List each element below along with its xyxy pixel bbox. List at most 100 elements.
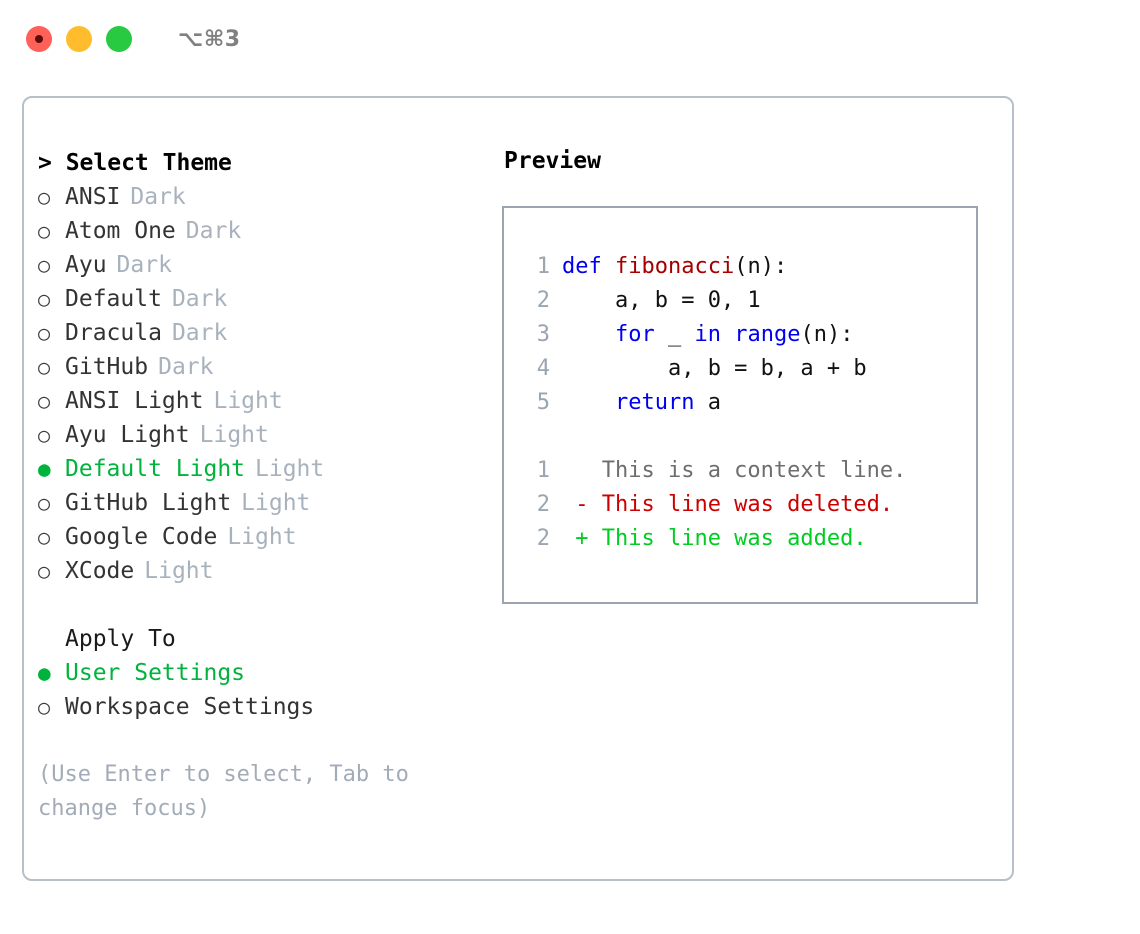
preview-title: Preview	[504, 148, 601, 174]
radio-unselected-icon: ○	[38, 695, 51, 719]
apply-option-label: User Settings	[65, 660, 246, 686]
title-bar: ⌥⌘3	[0, 0, 1140, 78]
line-content: a, b = 0, 1	[562, 284, 761, 318]
close-button[interactable]	[26, 26, 52, 52]
theme-option-default-light[interactable]: ● Default Light Light	[38, 452, 486, 486]
token-pl: _	[654, 322, 695, 347]
line-content: def fibonacci(n):	[562, 250, 787, 284]
token-ctx: This is a context line.	[562, 458, 907, 483]
token-del: - This line was deleted.	[562, 492, 894, 517]
token-fn: fibonacci	[614, 254, 735, 279]
radio-selected-icon: ●	[38, 457, 51, 481]
radio-unselected-icon: ○	[38, 491, 51, 515]
theme-option-label: Default Light	[65, 456, 246, 482]
theme-option-github-light[interactable]: ○ GitHub Light Light	[38, 486, 486, 520]
theme-option-label: XCode	[65, 558, 135, 584]
theme-option-default[interactable]: ○ Default Dark	[38, 282, 486, 316]
theme-option-category: Light	[199, 422, 269, 448]
theme-option-label: Atom One	[65, 218, 176, 244]
theme-option-label: Ayu Light	[65, 422, 190, 448]
code-line: 4 a, b = b, a + b	[504, 352, 976, 386]
radio-unselected-icon: ○	[38, 559, 51, 583]
line-content: This is a context line.	[562, 454, 907, 488]
radio-unselected-icon: ○	[38, 219, 51, 243]
theme-option-label: ANSI Light	[65, 388, 204, 414]
line-number: 2	[536, 288, 550, 313]
theme-option-ayu-light[interactable]: ○ Ayu Light Light	[38, 418, 486, 452]
theme-option-ayu[interactable]: ○ Ayu Dark	[38, 248, 486, 282]
theme-option-label: Default	[65, 286, 162, 312]
theme-option-category: Dark	[130, 184, 186, 210]
token-kw: for	[614, 322, 655, 347]
line-content: return a	[562, 386, 721, 420]
radio-unselected-icon: ○	[38, 389, 51, 413]
theme-option-label: ANSI	[65, 184, 121, 210]
radio-unselected-icon: ○	[38, 287, 51, 311]
traffic-lights	[26, 26, 132, 52]
theme-option-label: Google Code	[65, 524, 218, 550]
select-theme-header: > Select Theme	[38, 150, 232, 176]
code-line: 1 def fibonacci(n):	[504, 250, 976, 284]
token-pl: (n):	[734, 254, 788, 279]
minimize-button[interactable]	[66, 26, 92, 52]
token-kw: in range	[694, 322, 801, 347]
code-diff-spacer	[504, 420, 976, 454]
theme-option-category: Dark	[171, 320, 228, 346]
diff-sample: 1 This is a context line. 2 - This line w…	[504, 454, 976, 556]
token-pl: a, b = b, a + b	[562, 356, 867, 381]
line-content: a, b = b, a + b	[562, 352, 867, 386]
radio-selected-icon: ●	[38, 661, 51, 685]
apply-to-header: Apply To	[65, 626, 176, 652]
diff-line: 2 + This line was added.	[504, 522, 976, 556]
radio-unselected-icon: ○	[38, 525, 51, 549]
keyboard-hint-text: (Use Enter to select, Tab to change focu…	[38, 762, 409, 821]
apply-option-user-settings[interactable]: ● User Settings	[38, 656, 486, 690]
line-number: 1	[536, 254, 550, 279]
section-spacer	[38, 588, 486, 622]
theme-option-category: Dark	[116, 252, 172, 278]
theme-option-category: Light	[144, 558, 214, 584]
code-line: 2 a, b = 0, 1	[504, 284, 976, 318]
theme-option-category: Light	[241, 490, 311, 516]
line-content: + This line was added.	[562, 522, 866, 556]
theme-option-category: Dark	[158, 354, 214, 380]
theme-option-category: Light	[255, 456, 325, 482]
apply-to-list[interactable]: ● User Settings ○ Workspace Settings	[38, 656, 486, 724]
line-content: for _ in range(n):	[562, 318, 853, 352]
radio-unselected-icon: ○	[38, 185, 51, 209]
token-kw: def	[562, 254, 615, 279]
apply-option-workspace-settings[interactable]: ○ Workspace Settings	[38, 690, 486, 724]
theme-option-category: Dark	[171, 286, 228, 312]
theme-option-label: GitHub Light	[65, 490, 232, 516]
token-kw: return	[614, 390, 695, 415]
zoom-button[interactable]	[106, 26, 132, 52]
theme-option-ansi[interactable]: ○ ANSI Dark	[38, 180, 486, 214]
radio-unselected-icon: ○	[38, 321, 51, 345]
radio-unselected-icon: ○	[38, 253, 51, 277]
theme-option-label: Ayu	[65, 252, 107, 278]
theme-option-category: Light	[213, 388, 283, 414]
theme-option-ansi-light[interactable]: ○ ANSI Light Light	[38, 384, 486, 418]
token-pl: a	[694, 390, 721, 415]
line-number: 4	[536, 356, 550, 381]
diff-line: 1 This is a context line.	[504, 454, 976, 488]
radio-unselected-icon: ○	[38, 355, 51, 379]
theme-option-dracula[interactable]: ○ Dracula Dark	[38, 316, 486, 350]
token-pl	[562, 322, 615, 347]
theme-option-label: Dracula	[65, 320, 162, 346]
line-number: 2	[536, 526, 550, 551]
theme-option-xcode[interactable]: ○ XCode Light	[38, 554, 486, 588]
radio-unselected-icon: ○	[38, 423, 51, 447]
token-pl: (n):	[800, 322, 854, 347]
line-number: 2	[536, 492, 550, 517]
line-number: 1	[536, 458, 550, 483]
apply-option-label: Workspace Settings	[65, 694, 315, 720]
